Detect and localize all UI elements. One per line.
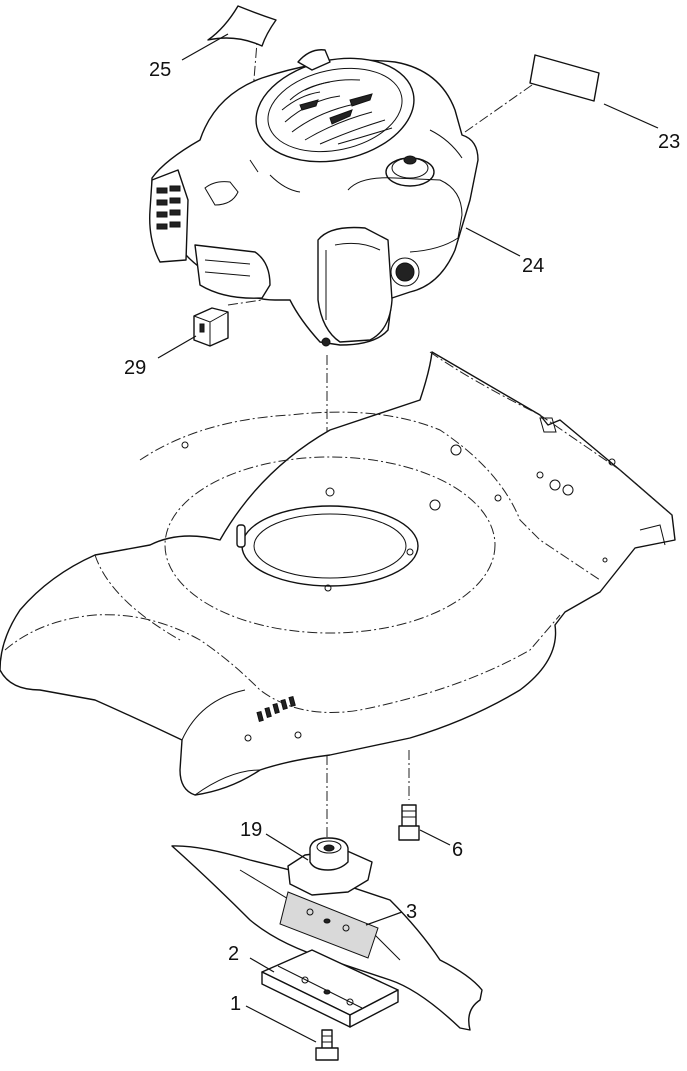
adapter-19 — [287, 837, 373, 896]
callout-29: 29 — [124, 357, 146, 379]
engine-24 — [149, 49, 479, 347]
recoil-fins — [281, 79, 393, 145]
label-23 — [529, 54, 600, 102]
part-29-axis — [227, 299, 263, 306]
leader-lines — [157, 33, 659, 1043]
decal-23-axis — [464, 84, 533, 133]
callout-24: 24 — [522, 255, 544, 277]
callout-3: 3 — [406, 901, 417, 923]
callout-25: 25 — [149, 59, 171, 81]
bolt-6 — [398, 804, 420, 841]
bolt-1 — [315, 1029, 339, 1061]
deck-vents — [244, 696, 302, 742]
callout-1: 1 — [230, 993, 241, 1015]
module-29 — [193, 307, 229, 347]
callout-6: 6 — [452, 839, 463, 861]
callout-23: 23 — [658, 131, 680, 153]
blade-3 — [171, 845, 483, 1031]
mower-deck — [0, 351, 676, 796]
stiffener-2 — [261, 949, 399, 1028]
callout-labels: 25 23 24 29 19 6 3 2 1 — [124, 59, 680, 1015]
callout-19: 19 — [240, 819, 262, 841]
side-grille-slots — [156, 185, 181, 230]
callout-2: 2 — [228, 943, 239, 965]
